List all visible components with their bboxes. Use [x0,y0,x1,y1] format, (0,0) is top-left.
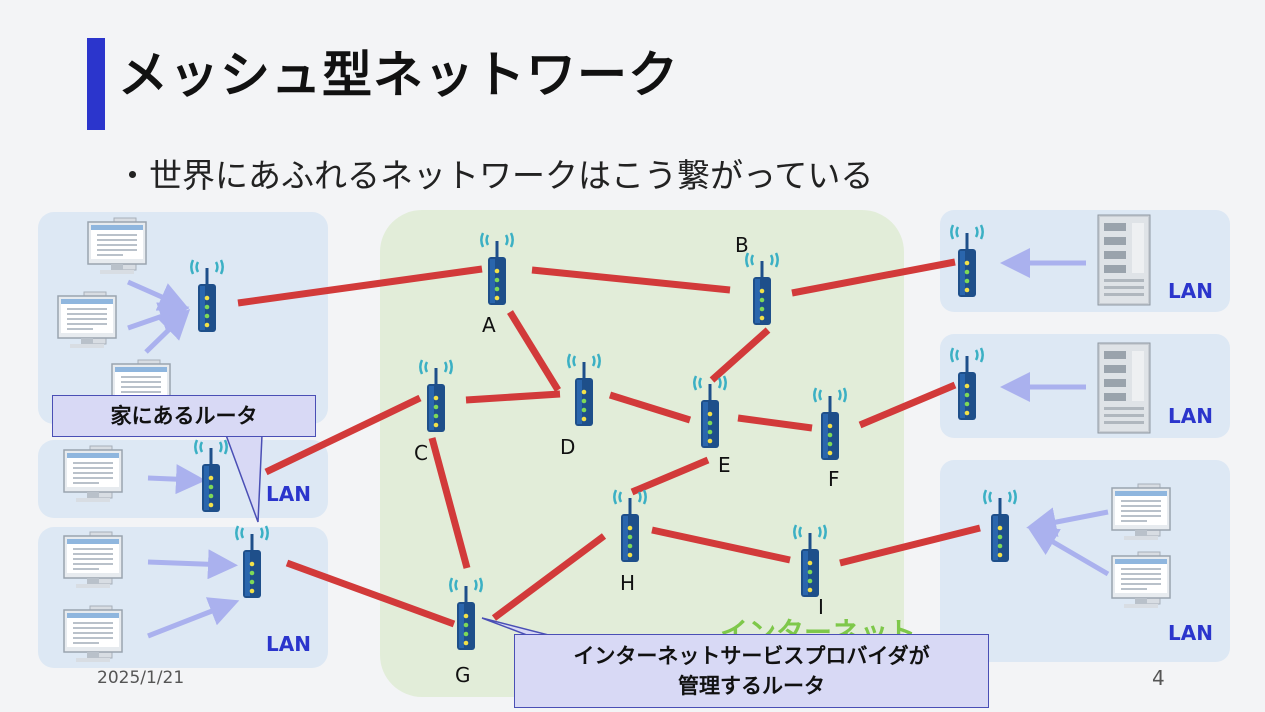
link-c-g [428,437,471,569]
link-a-b [531,266,731,294]
footer-date: 2025/1/21 [97,668,185,688]
title-accent-bar [87,38,105,130]
link-h-i [651,526,791,564]
link-e-f [737,414,813,432]
link-b-lan [791,258,956,297]
link-e-h [630,456,710,496]
server-icon [1097,214,1151,306]
router-label-b: B [735,233,749,257]
lan-label: LAN [266,632,311,656]
router-label-h: H [620,571,635,595]
router-label-f: F [828,467,840,491]
lan-label: LAN [1168,621,1213,645]
router-label-a: A [482,313,496,337]
router-label-i: I [818,595,824,619]
callout-isp-line1: インターネットサービスプロバイダが [573,644,930,668]
link-i-lan [839,524,981,567]
link-home1-a [237,265,483,307]
callout-isp-line2: 管理するルータ [678,674,825,698]
internet-region [380,210,904,697]
link-e-b [709,327,771,383]
link-f-lan [858,381,957,429]
callout-home-router: 家にあるルータ [52,395,316,437]
router-label-c: C [414,441,428,465]
mesh-links [237,258,981,628]
lan-label: LAN [1168,404,1213,428]
router-label-g: G [455,663,471,687]
server-icon [1097,342,1151,434]
callout-isp-router: インターネットサービスプロバイダが 管理するルータ [514,634,989,708]
link-home3-g [285,559,456,628]
router-label-e: E [718,453,731,477]
link-d-e [608,391,692,424]
link-g-h [491,533,607,621]
link-a-d [507,310,561,392]
link-c-d [465,390,561,404]
lan-arrows [126,248,1110,639]
bullet-text: ・世界にあふれるネットワークはこう繋がっている [116,156,874,195]
slide-title: メッシュ型ネットワーク [118,46,679,104]
router-label-d: D [560,435,575,459]
link-home2-c [264,394,422,476]
lan-label: LAN [266,482,311,506]
page-number: 4 [1152,666,1165,690]
lan-label: LAN [1168,279,1213,303]
